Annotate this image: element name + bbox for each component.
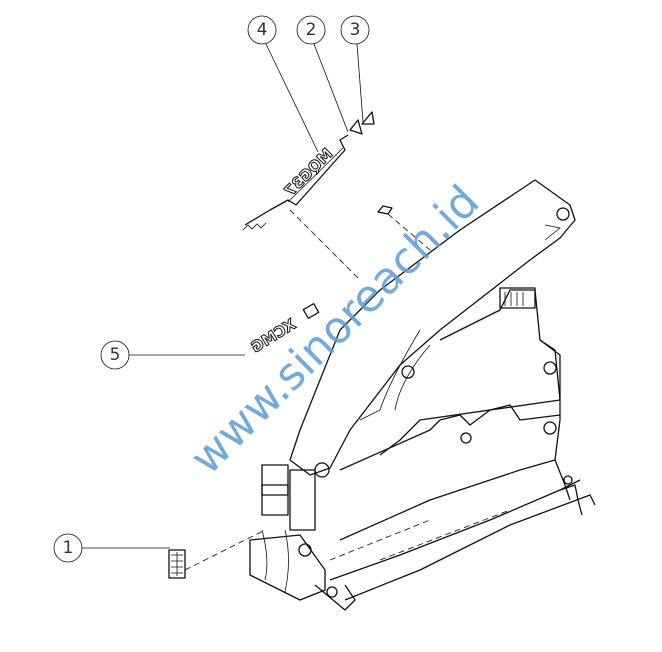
callout-2: 2	[296, 15, 349, 133]
callout-4: 4	[247, 15, 319, 153]
callout-5-number: 5	[110, 345, 121, 365]
brand-logo-icon	[302, 303, 320, 319]
boom-arm	[289, 179, 576, 478]
sticker-1	[168, 549, 186, 579]
decal-strip-4: MQG37	[242, 111, 375, 231]
callout-3: 3	[340, 15, 370, 123]
triangle-decal-2	[349, 119, 363, 135]
slewing-base	[249, 464, 583, 611]
column-base	[329, 339, 596, 601]
callout-2-number: 2	[306, 20, 317, 40]
callout-5: 5	[100, 340, 245, 370]
small-decal	[377, 205, 393, 215]
triangle-decal-3	[361, 111, 375, 125]
callout-4-number: 4	[257, 20, 268, 40]
callout-3-number: 3	[350, 20, 361, 40]
callout-1-number: 1	[63, 538, 74, 558]
cylinder-end	[499, 287, 536, 309]
callout-1: 1	[53, 533, 170, 563]
